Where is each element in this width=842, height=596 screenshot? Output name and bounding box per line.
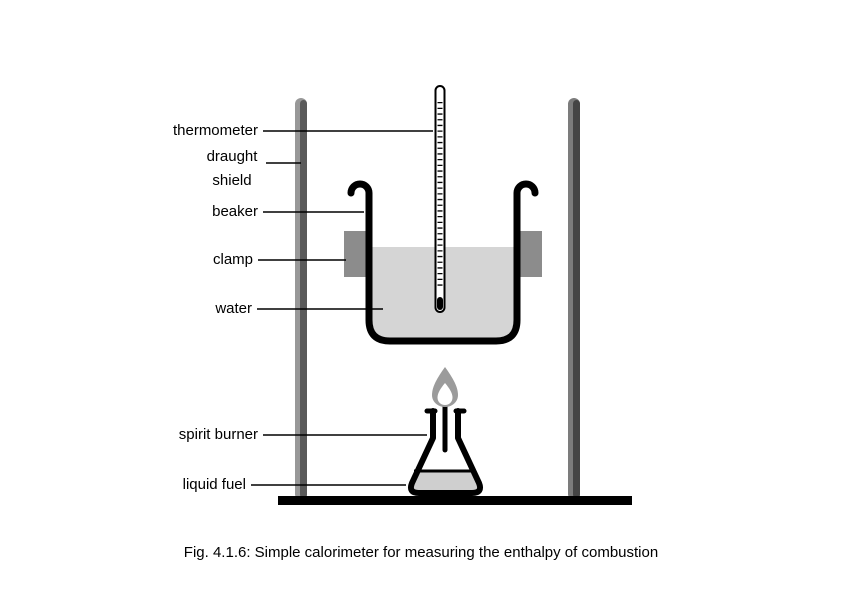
flame-inner [437, 383, 453, 405]
label-beaker: beaker [212, 203, 258, 220]
liquid-fuel-fill [409, 471, 482, 492]
label-thermometer: thermometer [172, 122, 258, 139]
beaker-outline [347, 180, 539, 345]
leader-lines [251, 130, 433, 486]
rod-left-core [300, 100, 307, 498]
label-draught-shield: draught shield [206, 148, 258, 189]
rod-right-core [573, 100, 580, 498]
label-water: water [215, 300, 252, 317]
burner-flask-outline [407, 408, 484, 496]
figure-caption: Fig. 4.1.6: Simple calorimeter for measu… [183, 544, 659, 561]
label-liquid-fuel: liquid fuel [182, 476, 246, 493]
base-bar [278, 496, 632, 505]
thermometer-graphic [434, 85, 446, 313]
spirit-burner-graphic [407, 367, 484, 496]
stand-rod-right [568, 98, 580, 500]
thermometer-bulb [437, 297, 443, 310]
label-spirit-burner: spirit burner [178, 426, 258, 443]
label-clamp: clamp [212, 251, 253, 268]
stand-rod-left [295, 98, 307, 500]
